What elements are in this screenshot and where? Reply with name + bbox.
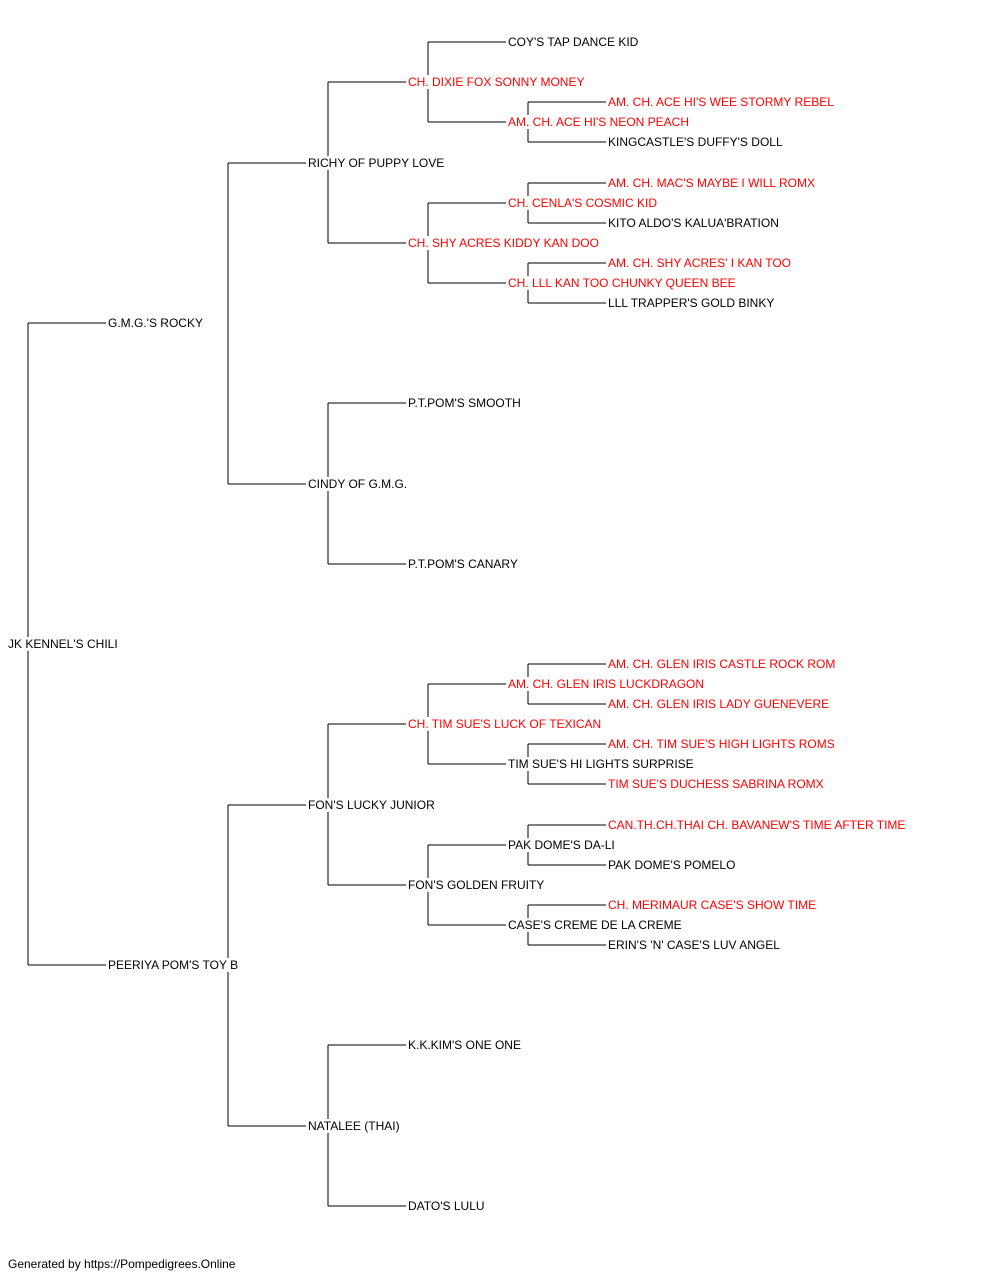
ancestor-name-gen5: AM. CH. GLEN IRIS CASTLE ROCK ROM bbox=[608, 657, 836, 671]
ancestor-name-gen4: COY'S TAP DANCE KID bbox=[508, 35, 639, 49]
ancestor-name-gen2: RICHY OF PUPPY LOVE bbox=[308, 156, 445, 170]
ancestor-name-gen4: CH. CENLA'S COSMIC KID bbox=[508, 196, 657, 210]
ancestor-name-gen4: CH. LLL KAN TOO CHUNKY QUEEN BEE bbox=[508, 276, 736, 290]
ancestor-name-gen5: LLL TRAPPER'S GOLD BINKY bbox=[608, 296, 775, 310]
ancestor-name-gen3: CH. SHY ACRES KIDDY KAN DOO bbox=[408, 236, 599, 250]
ancestor-name-gen3: CH. TIM SUE'S LUCK OF TEXICAN bbox=[408, 717, 602, 731]
ancestor-name-gen5: KITO ALDO'S KALUA'BRATION bbox=[608, 216, 779, 230]
ancestor-name-gen2: CINDY OF G.M.G. bbox=[308, 477, 408, 491]
ancestor-name-gen4: AM. CH. ACE HI'S NEON PEACH bbox=[508, 115, 689, 129]
ancestor-name-gen1: G.M.G.'S ROCKY bbox=[108, 316, 203, 330]
ancestor-name-gen4: AM. CH. GLEN IRIS LUCKDRAGON bbox=[508, 677, 705, 691]
ancestor-name-gen5: KINGCASTLE'S DUFFY'S DOLL bbox=[608, 135, 783, 149]
ancestor-name-gen5: CAN.TH.CH.THAI CH. BAVANEW'S TIME AFTER … bbox=[608, 818, 906, 832]
ancestor-name-gen5: AM. CH. SHY ACRES' I KAN TOO bbox=[608, 256, 792, 270]
ancestor-name-gen5: PAK DOME'S POMELO bbox=[608, 858, 736, 872]
ancestor-name-gen3: CH. DIXIE FOX SONNY MONEY bbox=[408, 75, 585, 89]
ancestor-name-gen2: NATALEE (THAI) bbox=[308, 1119, 400, 1133]
ancestor-name-gen5: AM. CH. GLEN IRIS LADY GUENEVERE bbox=[608, 697, 830, 711]
ancestor-name-gen4: TIM SUE'S HI LIGHTS SURPRISE bbox=[508, 757, 694, 771]
generated-by-footer: Generated by https://Pompedigrees.Online bbox=[8, 1257, 236, 1271]
ancestor-name-gen5: TIM SUE'S DUCHESS SABRINA ROMX bbox=[608, 777, 824, 791]
ancestor-name-gen2: FON'S LUCKY JUNIOR bbox=[308, 798, 435, 812]
ancestor-name-gen5: CH. MERIMAUR CASE'S SHOW TIME bbox=[608, 898, 817, 912]
ancestor-name-gen4: CASE'S CREME DE LA CREME bbox=[508, 918, 682, 932]
ancestor-name-gen5: ERIN'S 'N' CASE'S LUV ANGEL bbox=[608, 938, 780, 952]
ancestor-name-gen1: PEERIYA POM'S TOY B bbox=[108, 958, 239, 972]
ancestor-name-gen3: K.K.KIM'S ONE ONE bbox=[408, 1038, 521, 1052]
ancestor-name-gen3: DATO'S LULU bbox=[408, 1199, 485, 1213]
ancestor-name-gen4: PAK DOME'S DA-LI bbox=[508, 838, 615, 852]
subject-dog-name: JK KENNEL'S CHILI bbox=[8, 637, 118, 651]
ancestor-name-gen5: AM. CH. MAC'S MAYBE I WILL ROMX bbox=[608, 176, 815, 190]
ancestor-name-gen5: AM. CH. TIM SUE'S HIGH LIGHTS ROMS bbox=[608, 737, 835, 751]
ancestor-name-gen3: P.T.POM'S SMOOTH bbox=[408, 396, 521, 410]
ancestor-name-gen3: FON'S GOLDEN FRUITY bbox=[408, 878, 545, 892]
ancestor-name-gen3: P.T.POM'S CANARY bbox=[408, 557, 518, 571]
ancestor-name-gen5: AM. CH. ACE HI'S WEE STORMY REBEL bbox=[608, 95, 834, 109]
